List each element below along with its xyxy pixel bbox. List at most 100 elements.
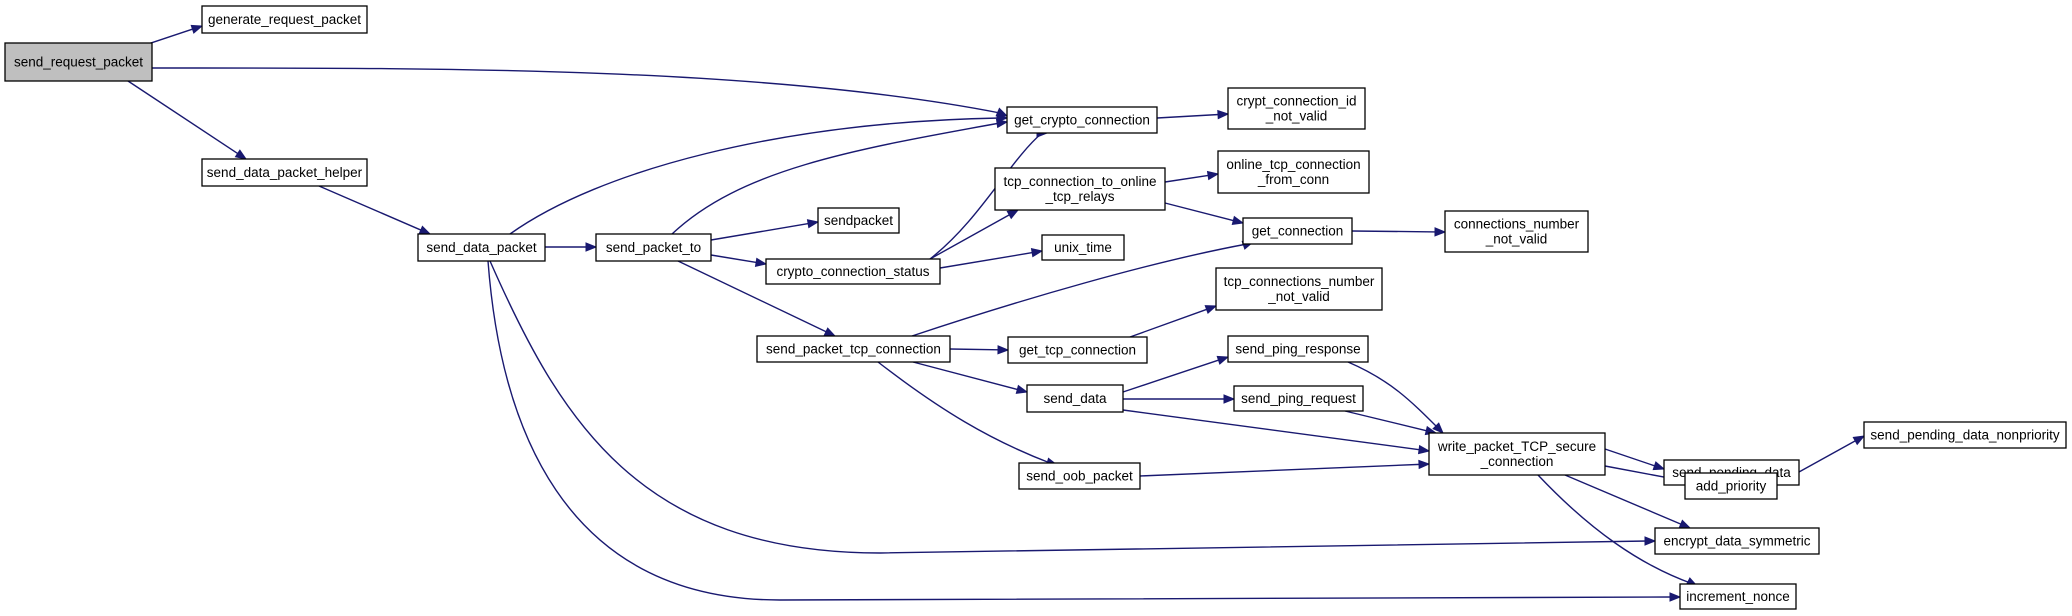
node-box[interactable]: [1006, 106, 1158, 134]
edge-line: [911, 243, 1248, 337]
edge-line: [939, 251, 1034, 269]
edge-send_data-to-send_ping_response: [1122, 355, 1230, 393]
node-box[interactable]: [1227, 335, 1369, 363]
node-box[interactable]: [1679, 583, 1797, 610]
arrow-head-icon: [234, 149, 248, 160]
node-send-ping-request[interactable]: send_ping_request: [1233, 385, 1364, 412]
node-tcp-connections-number-not-valid[interactable]: tcp_connections_number_not_valid: [1215, 267, 1383, 311]
node-send-packet-tcp-connection[interactable]: send_packet_tcp_connection: [756, 335, 951, 363]
node-label: get_crypto_connection: [1014, 113, 1150, 128]
node-online-tcp-connection-from-conn[interactable]: online_tcp_connection_from_conn: [1217, 150, 1370, 194]
edge-send_packet_tcp_connection-to-send_oob_packet: [877, 361, 1059, 467]
node-generate-request-packet[interactable]: generate_request_packet: [201, 5, 368, 34]
arrow-head-icon: [190, 24, 204, 34]
node-send-ping-response[interactable]: send_ping_response: [1227, 335, 1369, 363]
node-box[interactable]: [1041, 234, 1125, 261]
node-box[interactable]: [1242, 217, 1353, 245]
node-tcp-connection-to-online-tcp-relays[interactable]: tcp_connection_to_online_tcp_relays: [994, 167, 1166, 211]
node-label: crypt_connection_id: [1236, 94, 1356, 109]
node-label: _tcp_relays: [1044, 189, 1114, 204]
node-write-packet-TCP-secure-connection[interactable]: write_packet_TCP_secure_connection: [1428, 432, 1606, 476]
node-label: _connection: [1480, 454, 1554, 469]
edge-crypto_connection_status-to-unix_time: [939, 248, 1044, 269]
arrow-head-icon: [1231, 215, 1245, 225]
node-encrypt-data-symmetric[interactable]: encrypt_data_symmetric: [1654, 527, 1820, 555]
edge-send_request_packet-to-get_crypto_connection: [151, 67, 1009, 117]
node-label: get_connection: [1252, 224, 1344, 239]
edge-line: [1139, 463, 1421, 477]
arrow-head-icon: [1669, 592, 1682, 602]
node-box[interactable]: [595, 233, 712, 262]
node-unix-time[interactable]: unix_time: [1041, 234, 1125, 261]
node-increment-nonce[interactable]: increment_nonce: [1679, 583, 1797, 610]
node-send-data-packet-helper[interactable]: send_data_packet_helper: [201, 158, 368, 187]
arrow-head-icon: [1206, 170, 1220, 181]
node-box[interactable]: [201, 5, 368, 34]
edge-send_data-to-send_ping_request: [1123, 394, 1236, 404]
node-box[interactable]: [4, 42, 153, 82]
node-box[interactable]: [1684, 472, 1778, 500]
arrow-head-icon: [1006, 209, 1020, 220]
node-box[interactable]: [1863, 421, 2067, 449]
node-box[interactable]: [765, 258, 941, 285]
node-crypt-connection-id-not-valid[interactable]: crypt_connection_id_not_valid: [1227, 87, 1366, 130]
node-send-pending-data-nonpriority[interactable]: send_pending_data_nonpriority: [1863, 421, 2067, 449]
edge-line: [912, 361, 1019, 391]
edge-send_ping_response-to-write_packet_TCP_secure_connection: [1347, 361, 1444, 434]
node-send-request-packet[interactable]: send_request_packet: [4, 42, 153, 82]
node-send-oob-packet[interactable]: send_oob_packet: [1018, 462, 1141, 490]
node-box[interactable]: [1428, 432, 1606, 476]
node-crypto-connection-status[interactable]: crypto_connection_status: [765, 258, 941, 285]
edge-line: [1122, 409, 1421, 451]
node-box[interactable]: [817, 207, 900, 234]
edge-line: [1347, 361, 1441, 431]
node-box[interactable]: [1654, 527, 1820, 555]
edge-send_data_packet-to-encrypt_data_symmetric: [489, 260, 1657, 554]
node-send-data-packet[interactable]: send_data_packet: [417, 233, 546, 262]
edge-get_connection-to-connections_number_not_valid: [1351, 227, 1447, 237]
node-label: _from_conn: [1257, 172, 1329, 187]
edge-line: [1164, 202, 1235, 222]
node-box[interactable]: [1227, 87, 1366, 130]
edge-line: [949, 348, 1000, 351]
arrow-head-icon: [754, 257, 768, 267]
edge-send_data_packet_helper-to-send_data_packet: [318, 185, 432, 235]
edge-line: [1537, 474, 1694, 585]
node-get-crypto-connection[interactable]: get_crypto_connection: [1006, 106, 1158, 134]
node-get-tcp-connection[interactable]: get_tcp_connection: [1007, 336, 1148, 364]
arrow-head-icon: [997, 345, 1010, 355]
edge-send_request_packet-to-send_data_packet_helper: [127, 80, 248, 160]
node-label: get_tcp_connection: [1019, 343, 1136, 358]
node-box[interactable]: [1026, 384, 1124, 413]
edge-line: [929, 213, 1011, 260]
node-box[interactable]: [994, 167, 1166, 211]
node-box[interactable]: [1018, 462, 1141, 490]
node-box[interactable]: [1007, 336, 1148, 364]
node-box[interactable]: [1233, 385, 1364, 412]
node-box[interactable]: [201, 158, 368, 187]
node-box[interactable]: [417, 233, 546, 262]
node-get-connection[interactable]: get_connection: [1242, 217, 1353, 245]
edge-send_data_packet-to-send_packet_to: [545, 242, 598, 252]
node-send-packet-to[interactable]: send_packet_to: [595, 233, 712, 262]
node-sendpacket[interactable]: sendpacket: [817, 207, 900, 234]
node-send-data[interactable]: send_data: [1026, 384, 1124, 413]
edge-send_pending_data-to-send_pending_data_nonpriority: [1798, 435, 1866, 473]
edge-line: [1604, 448, 1656, 467]
arrow-head-icon: [1223, 394, 1236, 404]
arrow-head-icon: [1678, 519, 1692, 529]
node-box[interactable]: [1217, 150, 1370, 194]
node-box[interactable]: [1215, 267, 1383, 311]
edge-line: [489, 260, 1649, 554]
node-label: send_request_packet: [14, 55, 143, 70]
node-box[interactable]: [756, 335, 951, 363]
arrow-head-icon: [1015, 384, 1029, 394]
node-label: crypto_connection_status: [776, 264, 929, 279]
edge-line: [1156, 113, 1220, 119]
node-add-priority[interactable]: add_priority: [1684, 472, 1778, 500]
node-box[interactable]: [1444, 210, 1589, 253]
node-label: send_data: [1043, 391, 1107, 406]
arrow-head-icon: [585, 242, 598, 252]
node-connections-number-not-valid[interactable]: connections_number_not_valid: [1444, 210, 1589, 253]
arrow-head-icon: [1417, 444, 1431, 455]
